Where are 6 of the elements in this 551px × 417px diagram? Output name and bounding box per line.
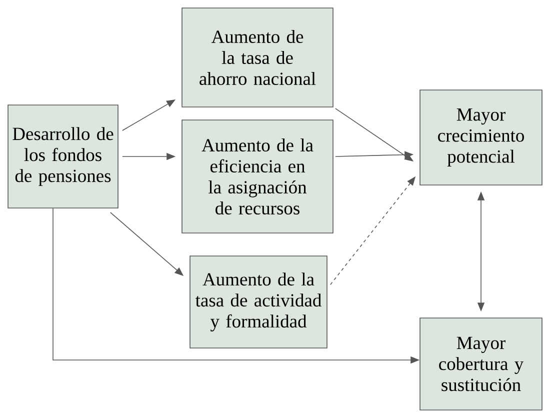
process-box: Mayor cobertura y sustitución bbox=[420, 318, 542, 410]
process-box: Desarrollo de los fondos de pensiones bbox=[8, 104, 118, 208]
process-box: Aumento de la tasa de ahorro nacional bbox=[182, 8, 334, 108]
process-box: Aumento de la eficiencia en la asignación de recursos bbox=[182, 120, 334, 234]
process-box: Aumento de la tasa de actividad y formalidad bbox=[190, 256, 328, 348]
process-box: Mayor crecimiento potencial bbox=[420, 90, 542, 186]
